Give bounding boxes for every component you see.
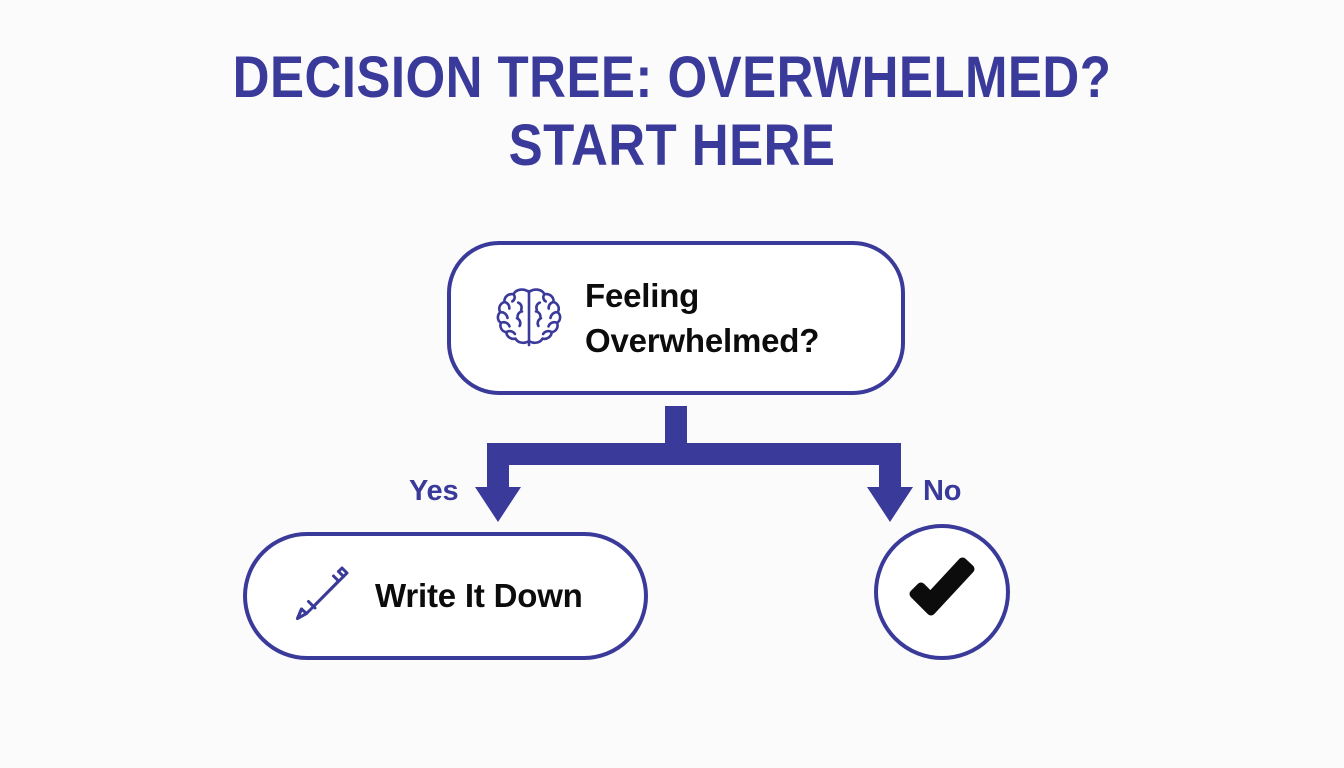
page-title: DECISION TREE: OVERWHELMED? START HERE xyxy=(232,45,1112,178)
arrow-down-right-icon xyxy=(867,487,913,522)
branch-label-no: No xyxy=(923,475,962,507)
pen-icon xyxy=(279,558,355,634)
check-icon xyxy=(900,550,984,634)
connector-arrow-right-shaft xyxy=(879,443,901,491)
node-label-feeling-overwhelmed: Feeling Overwhelmed? xyxy=(585,277,820,359)
arrow-down-left-icon xyxy=(475,487,521,522)
connector-stem xyxy=(665,406,687,451)
brain-icon xyxy=(487,276,571,360)
node-feeling-overwhelmed[interactable]: Feeling Overwhelmed? xyxy=(447,241,905,395)
connector-arrow-left-shaft xyxy=(487,443,509,491)
node-write-it-down[interactable]: Write It Down xyxy=(243,532,648,660)
connector-horizontal-bar xyxy=(487,443,901,465)
node-label-write-it-down: Write It Down xyxy=(375,577,583,614)
branch-label-yes: Yes xyxy=(409,475,459,507)
node-check-mark[interactable] xyxy=(874,524,1010,660)
